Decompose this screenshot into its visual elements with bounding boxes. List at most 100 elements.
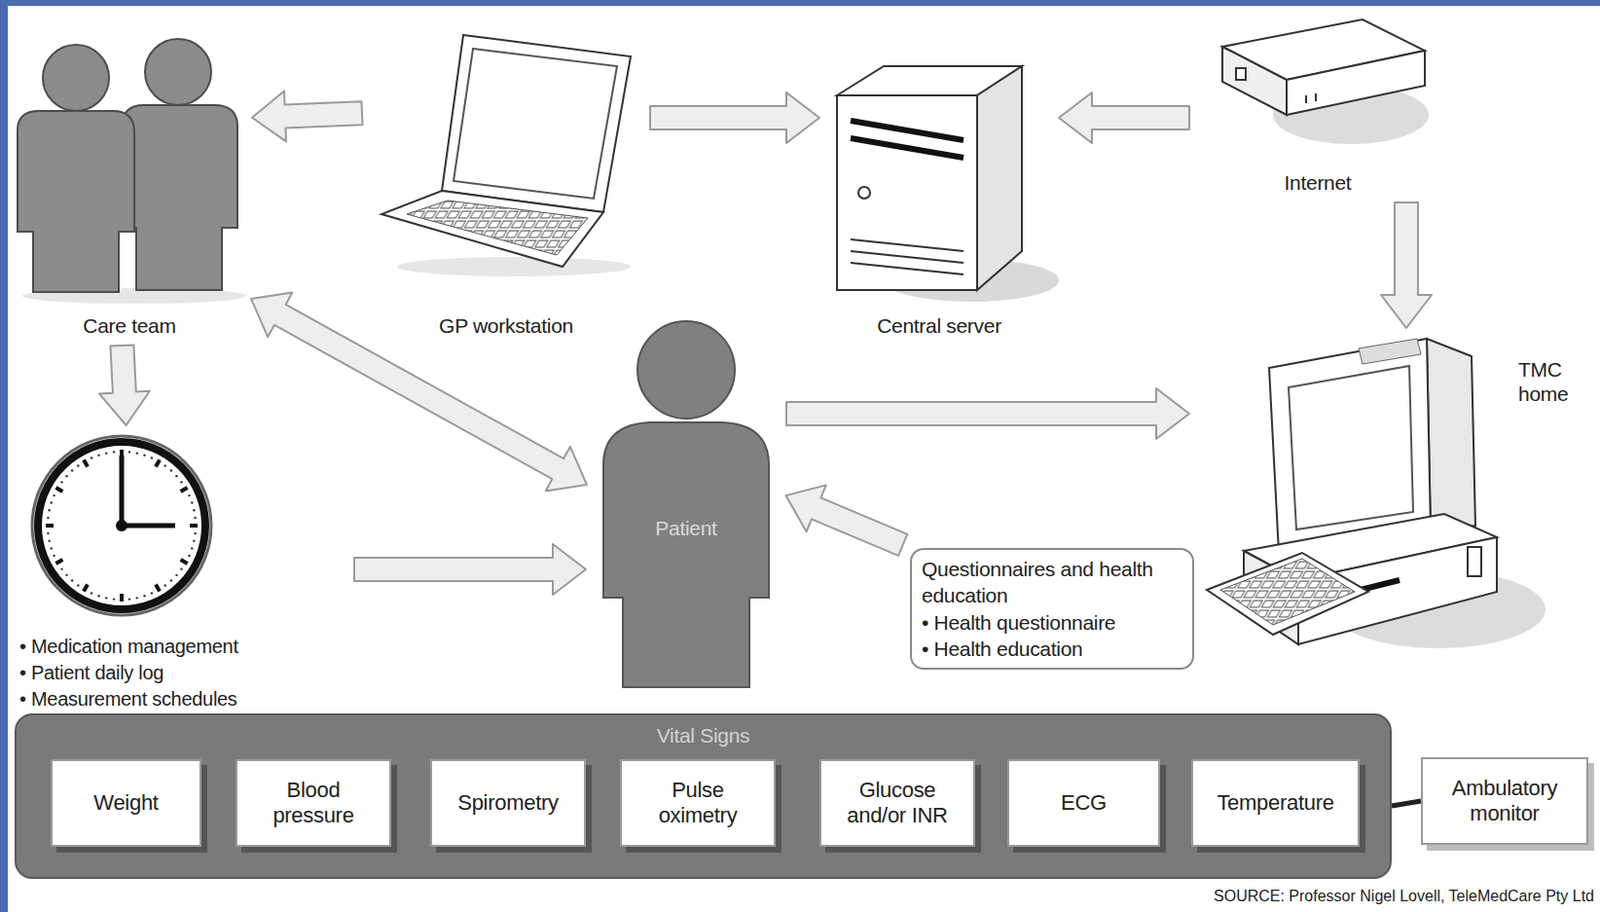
node-label: Questionnaires and health education bbox=[921, 555, 1183, 610]
clock-tick bbox=[50, 501, 53, 504]
vital-sign-box: Spirometry bbox=[430, 759, 586, 847]
clock-tick bbox=[52, 494, 55, 497]
vital-sign-box: Pulse oximetry bbox=[619, 759, 776, 847]
clock-tick bbox=[50, 546, 53, 549]
clock-tick bbox=[65, 574, 68, 577]
node-label: Central server bbox=[876, 313, 1002, 338]
block-arrow bbox=[650, 92, 820, 144]
vital-sign-box: Temperature bbox=[1191, 759, 1360, 847]
server-icon bbox=[836, 66, 1059, 302]
clock-tick bbox=[119, 449, 124, 458]
clock-tick bbox=[97, 594, 100, 597]
clock-tick bbox=[112, 597, 115, 600]
block-arrow bbox=[786, 388, 1190, 439]
clock-tick bbox=[180, 567, 182, 570]
node-label: Glucose and/or INR bbox=[829, 777, 966, 830]
node-label: Pulse oximetry bbox=[629, 777, 766, 830]
node-label: Vital Signs bbox=[16, 723, 1390, 748]
clock-tick bbox=[181, 559, 188, 564]
clock-tick bbox=[105, 596, 108, 599]
home-computer-node: TMC home bbox=[1197, 335, 1592, 657]
node-label: Patient bbox=[654, 515, 717, 541]
clock-tick bbox=[112, 450, 115, 453]
clock-tick bbox=[163, 464, 166, 467]
clock-tick bbox=[45, 523, 54, 528]
clock-tick bbox=[97, 454, 100, 457]
node-label: Weight bbox=[93, 790, 158, 816]
block-arrow bbox=[1381, 202, 1432, 328]
clock-tick bbox=[83, 459, 88, 467]
home-computer-icon bbox=[1206, 338, 1546, 649]
clock-tick bbox=[170, 579, 173, 582]
clock-tick bbox=[128, 597, 131, 600]
clock-tick bbox=[71, 579, 73, 582]
laptop-icon bbox=[381, 35, 631, 277]
clock-tick bbox=[55, 487, 63, 492]
clock-tick bbox=[143, 594, 146, 597]
server-node: Central server bbox=[827, 43, 1052, 338]
link-line bbox=[1391, 800, 1421, 806]
clock-tick bbox=[190, 501, 193, 504]
clock-tick bbox=[105, 451, 108, 454]
node-label: Spirometry bbox=[457, 790, 558, 816]
monitor-box: Ambulatory monitor bbox=[1420, 757, 1589, 845]
care-team-icon bbox=[17, 38, 247, 304]
clock-tick bbox=[190, 546, 193, 549]
node-label: Internet bbox=[1284, 170, 1352, 195]
care-team-node: Care team bbox=[14, 34, 245, 338]
node-label: • Patient daily log bbox=[19, 659, 164, 687]
clock-tick bbox=[46, 532, 49, 535]
clock-tick bbox=[52, 554, 55, 557]
internet-node: Internet bbox=[1197, 9, 1439, 195]
clock-tick bbox=[143, 454, 146, 457]
clock-tick bbox=[192, 540, 195, 543]
clock-tick bbox=[150, 456, 153, 459]
clock-tick bbox=[189, 523, 198, 528]
clock-tick bbox=[193, 516, 196, 519]
clock-tick bbox=[175, 574, 178, 577]
workstation-node: GP workstation bbox=[369, 29, 643, 338]
node-label: • Health questionnaire bbox=[921, 609, 1183, 636]
clock-tick bbox=[71, 469, 73, 472]
clock-tick bbox=[187, 494, 190, 497]
clock-tick bbox=[46, 516, 49, 519]
block-arrow bbox=[99, 344, 150, 426]
clock-tick bbox=[136, 451, 139, 454]
node-label: • Health education bbox=[921, 635, 1183, 662]
patient-node: Patient bbox=[593, 321, 779, 688]
clock-tick bbox=[90, 456, 93, 459]
clock-tick bbox=[193, 532, 196, 535]
schedule-node: • Medication management• Patient daily l… bbox=[19, 433, 347, 713]
node-label: • Measurement schedules bbox=[19, 686, 238, 713]
clock-tick bbox=[150, 591, 153, 594]
clock-tick bbox=[163, 583, 166, 586]
node-label: Temperature bbox=[1216, 790, 1334, 816]
clock-tick bbox=[83, 584, 88, 592]
vital-signs-band: Vital SignsWeight Blood pressure Spirometr… bbox=[14, 713, 1392, 879]
vital-sign-box: Glucose and/or INR bbox=[819, 759, 976, 847]
vital-sign-box: ECG bbox=[1007, 759, 1161, 847]
clock-tick bbox=[65, 474, 68, 477]
clock-tick bbox=[175, 474, 178, 477]
node-label: Blood pressure bbox=[245, 777, 382, 830]
clock-tick bbox=[76, 583, 79, 586]
node-label: Ambulatory monitor bbox=[1430, 775, 1579, 828]
clock-tick bbox=[192, 509, 195, 511]
block-arrow bbox=[251, 292, 587, 492]
source-note: SOURCE: Professor Nigel Lovell, TeleMedC… bbox=[1213, 887, 1595, 906]
node-label: ECG bbox=[1060, 790, 1107, 816]
clock-tick bbox=[47, 540, 50, 543]
clock-tick bbox=[76, 464, 79, 467]
block-arrow bbox=[1058, 92, 1190, 144]
node-label: • Medication management bbox=[19, 633, 239, 660]
clock-tick bbox=[170, 469, 173, 472]
clock-tick bbox=[155, 459, 160, 467]
clock-tick bbox=[119, 593, 124, 602]
vital-sign-box: Weight bbox=[50, 759, 202, 847]
clock-icon bbox=[32, 436, 212, 616]
block-arrow bbox=[785, 484, 908, 556]
patient-figure bbox=[603, 321, 769, 688]
clock-tick bbox=[180, 480, 182, 483]
clock-tick bbox=[187, 554, 190, 557]
questionnaire-box: Questionnaires and health education• Hea… bbox=[909, 547, 1195, 670]
